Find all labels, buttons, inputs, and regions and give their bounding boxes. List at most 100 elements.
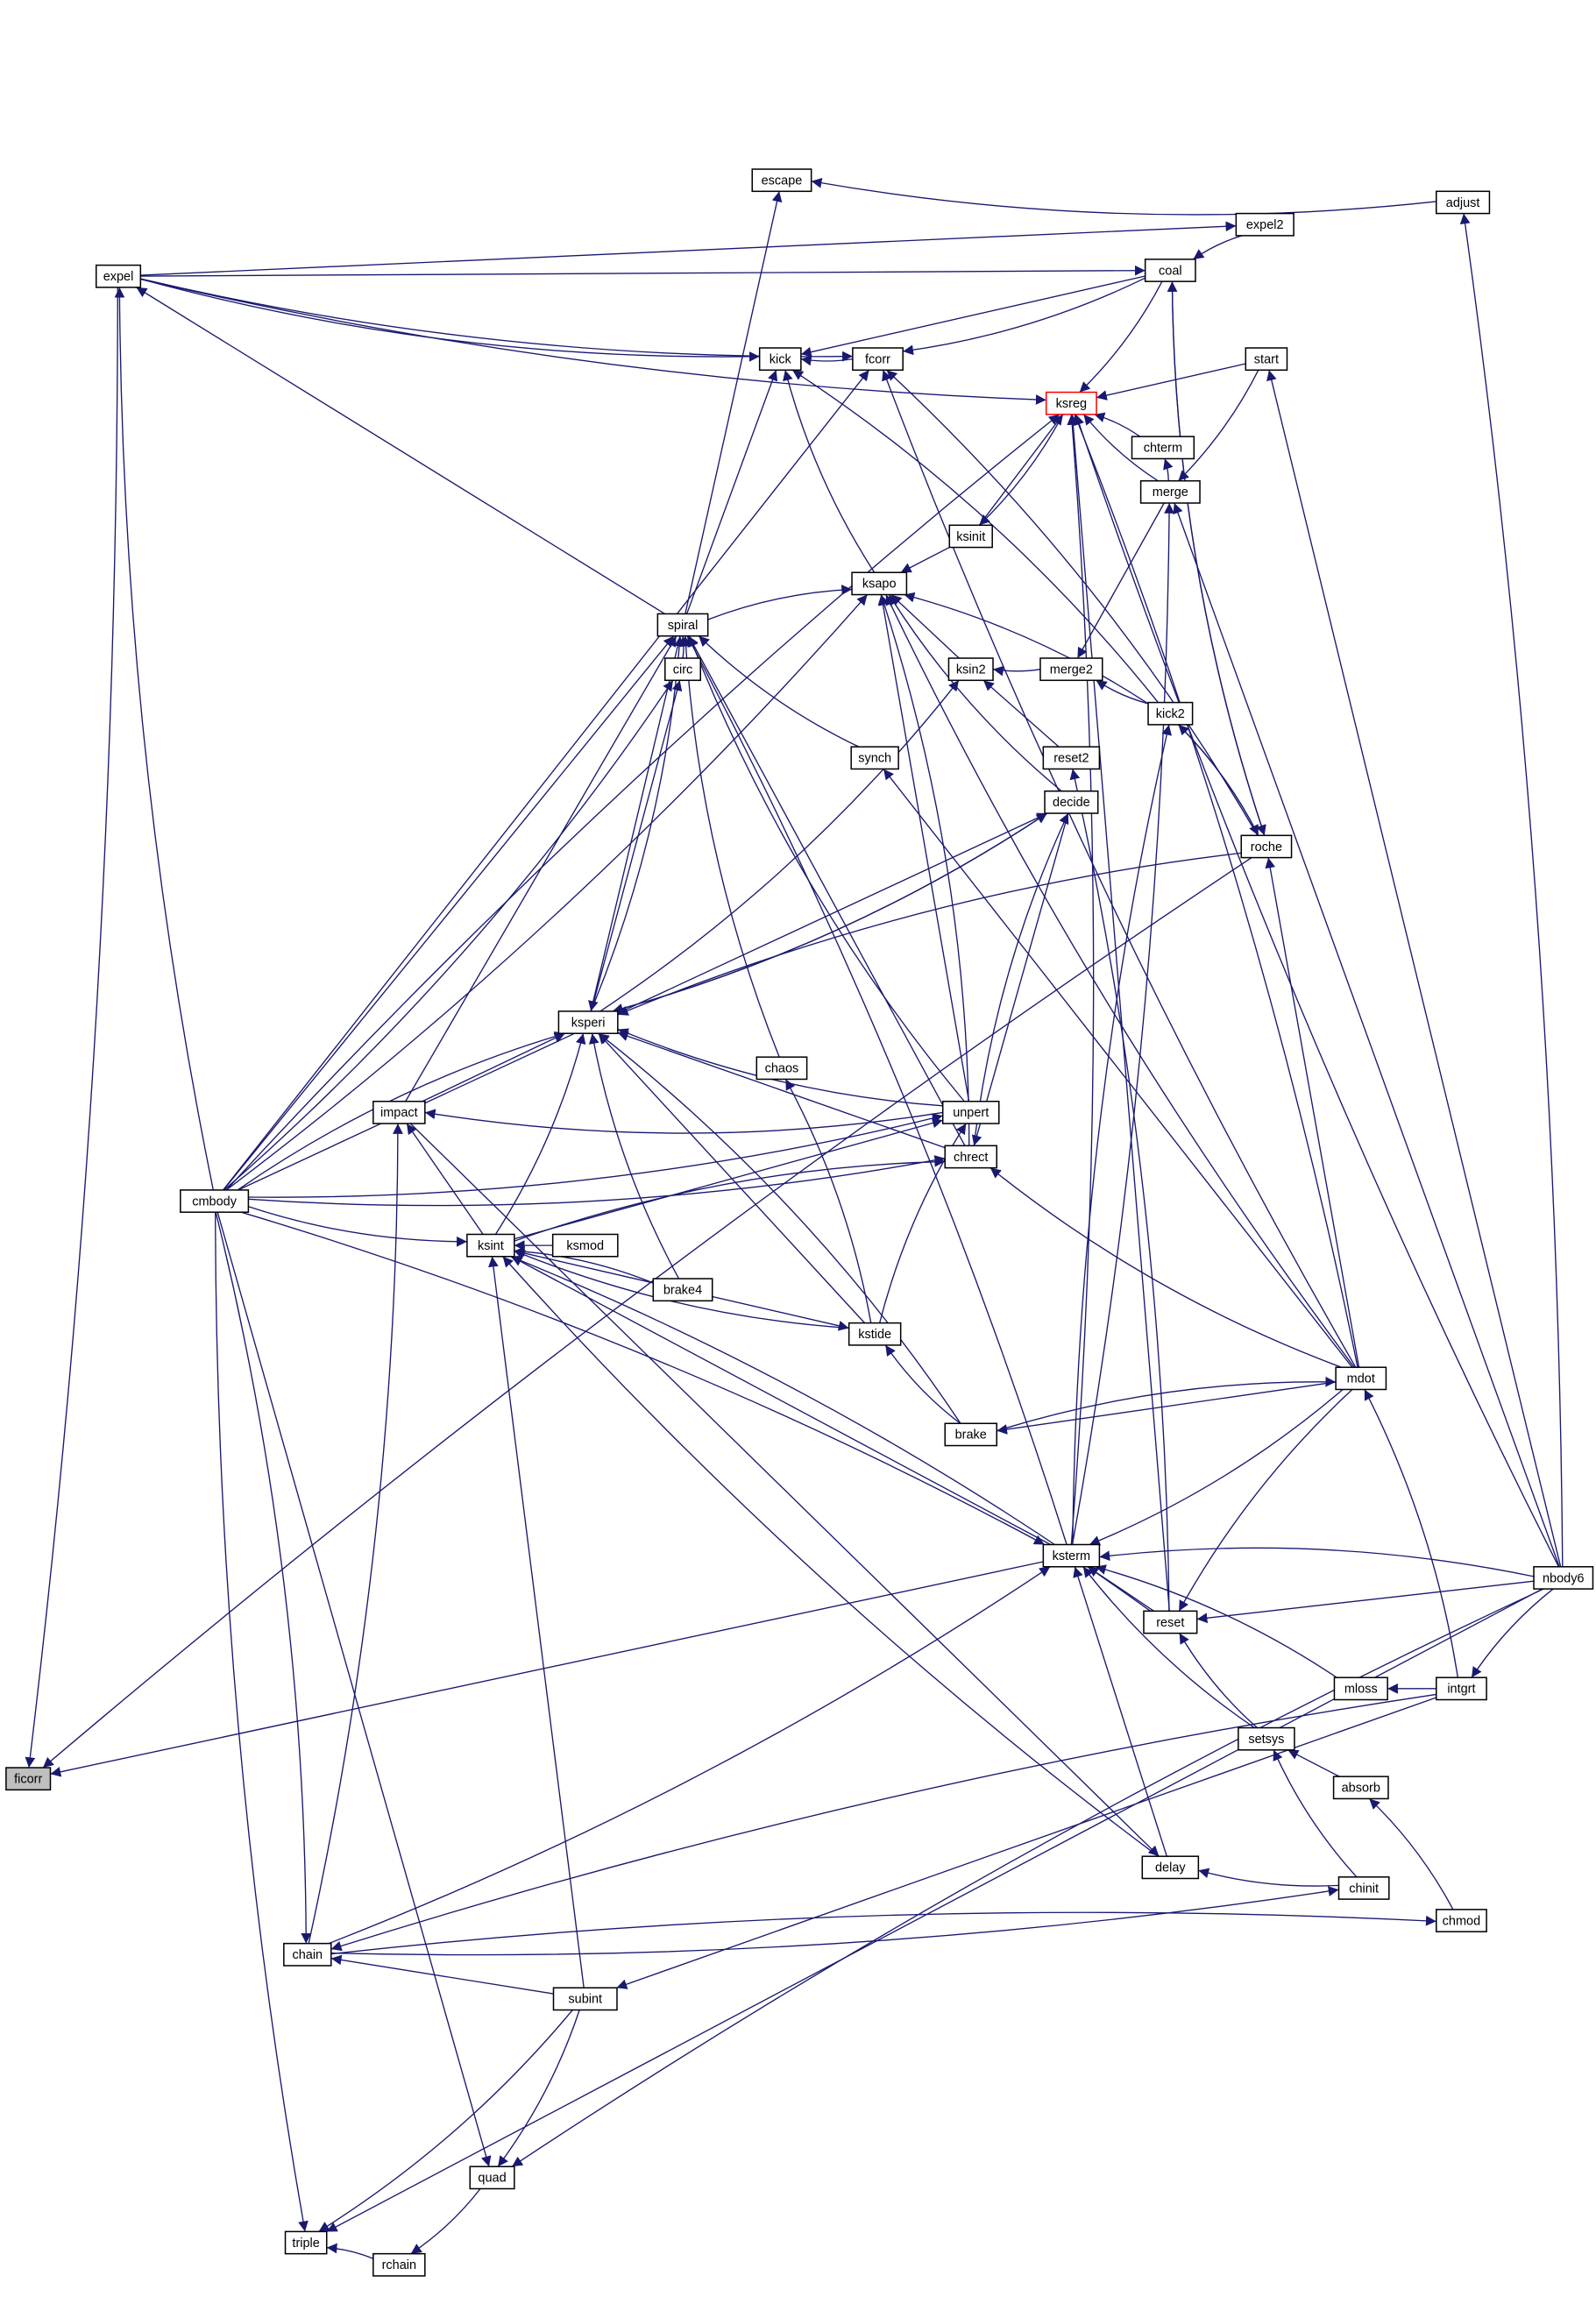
node-box: [1131, 436, 1195, 460]
node-decide[interactable]: decide: [1044, 790, 1099, 814]
node-ksreg[interactable]: ksreg: [1045, 391, 1097, 415]
node-unpert[interactable]: unpert: [941, 1100, 1000, 1124]
node-reset2[interactable]: reset2: [1042, 746, 1101, 770]
node-intgrt[interactable]: intgrt: [1436, 1676, 1487, 1701]
node-roche[interactable]: roche: [1240, 834, 1293, 859]
edge-ksint-to-impact: [406, 1123, 484, 1235]
node-triple[interactable]: triple: [284, 2230, 328, 2255]
node-reset[interactable]: reset: [1143, 1610, 1198, 1634]
node-subint[interactable]: subint: [552, 1987, 618, 2011]
edge-adjust-to-escape: [811, 177, 1436, 216]
node-circ[interactable]: circ: [664, 657, 701, 682]
node-quad[interactable]: quad: [469, 2166, 515, 2190]
node-label: spiral: [668, 619, 699, 633]
edge-mloss-to-ksterm: [1095, 1564, 1337, 1678]
node-synch[interactable]: synch: [850, 746, 899, 770]
node-cmbody[interactable]: cmbody: [180, 1189, 250, 1213]
edge-kick2-to-ksapo: [904, 592, 1149, 705]
node-mloss[interactable]: mloss: [1333, 1676, 1388, 1701]
node-impact[interactable]: impact: [372, 1100, 426, 1124]
node-label: adjust: [1446, 196, 1480, 210]
edge-ksterm-to-merge: [1071, 503, 1174, 1545]
node-label: setsys: [1248, 1733, 1284, 1747]
edge-decide-to-chrect: [971, 812, 1069, 1146]
node-delay[interactable]: delay: [1141, 1855, 1200, 1880]
node-escape[interactable]: escape: [751, 168, 812, 193]
node-chrect[interactable]: chrect: [944, 1145, 997, 1169]
node-brake[interactable]: brake: [944, 1422, 997, 1447]
node-expel[interactable]: expel: [95, 264, 142, 288]
node-adjust[interactable]: adjust: [1436, 190, 1491, 215]
node-ksapo[interactable]: ksapo: [851, 571, 908, 596]
node-chinit[interactable]: chinit: [1337, 1876, 1390, 1900]
node-expel2[interactable]: expel2: [1235, 212, 1295, 237]
node-label: brake: [955, 1428, 987, 1443]
edge-cmbody-to-spiral: [223, 635, 675, 1191]
edge-reset-to-ksterm: [1087, 1566, 1154, 1612]
node-label: subint: [568, 1993, 602, 2007]
node-ficorr[interactable]: ficorr: [5, 1767, 52, 1791]
edge-nbody6-to-ksterm: [1099, 1547, 1535, 1577]
node-label: brake4: [663, 1284, 702, 1298]
node-ksperi[interactable]: ksperi: [557, 1010, 619, 1034]
node-label: cmbody: [192, 1194, 237, 1209]
node-start[interactable]: start: [1245, 347, 1288, 372]
node-kick2[interactable]: kick2: [1147, 701, 1194, 726]
edge-merge-to-chterm: [1163, 458, 1174, 481]
edge-chrect-to-ksperi: [617, 1031, 946, 1149]
node-box: [947, 657, 994, 682]
node-nbody6[interactable]: nbody6: [1533, 1566, 1594, 1590]
node-box: [1235, 212, 1295, 237]
node-chterm[interactable]: chterm: [1131, 436, 1195, 460]
node-ksterm[interactable]: ksterm: [1042, 1543, 1101, 1568]
node-ksint[interactable]: ksint: [466, 1233, 515, 1258]
edge-expel-to-ficorr: [25, 287, 118, 1769]
node-kick[interactable]: kick: [758, 347, 802, 372]
edge-spiral-to-ksperi: [588, 635, 681, 1012]
node-merge[interactable]: merge: [1139, 479, 1201, 504]
node-absorb[interactable]: absorb: [1332, 1776, 1389, 1800]
node-label: ksterm: [1053, 1549, 1090, 1563]
edge-kick2-to-roche: [1177, 724, 1259, 836]
node-label: ksperi: [571, 1016, 606, 1030]
node-chaos[interactable]: chaos: [755, 1056, 808, 1081]
node-brake4[interactable]: brake4: [652, 1278, 713, 1302]
node-box: [941, 1100, 1000, 1124]
node-setsys[interactable]: setsys: [1238, 1726, 1295, 1751]
node-ksinit[interactable]: ksinit: [948, 524, 993, 549]
node-box: [1240, 834, 1293, 859]
node-label: quad: [478, 2172, 506, 2186]
node-kstide[interactable]: kstide: [848, 1322, 902, 1346]
node-box: [5, 1767, 52, 1791]
node-box: [469, 2166, 515, 2190]
node-box: [1144, 259, 1196, 282]
node-box: [944, 1422, 997, 1447]
node-spiral[interactable]: spiral: [656, 613, 709, 637]
edge-ksterm-to-ksreg: [1067, 414, 1095, 1545]
edge-kick2-to-merge2: [1096, 679, 1149, 705]
edge-nbody6-to-adjust: [1459, 213, 1564, 1567]
edge-chain-to-chmod: [330, 1911, 1436, 1955]
node-ksin2[interactable]: ksin2: [947, 657, 994, 682]
node-label: triple: [292, 2236, 319, 2251]
edge-cmbody-to-quad: [216, 1212, 492, 2167]
edge-nbody6-to-start: [1266, 370, 1562, 1567]
edge-subint-to-ksint: [488, 1256, 585, 1988]
edge-ksterm-to-ficorr: [50, 1561, 1044, 1777]
node-box: [1042, 1543, 1101, 1568]
node-label: kick2: [1156, 707, 1185, 721]
node-rchain[interactable]: rchain: [372, 2252, 426, 2277]
node-box: [1436, 190, 1491, 215]
node-box: [180, 1189, 250, 1213]
node-chmod[interactable]: chmod: [1436, 1909, 1487, 1932]
node-chain[interactable]: chain: [283, 1942, 332, 1967]
node-fcorr[interactable]: fcorr: [852, 347, 904, 372]
node-merge2[interactable]: merge2: [1039, 657, 1103, 682]
node-ksmod[interactable]: ksmod: [551, 1233, 619, 1258]
edge-setsys-to-reset: [1179, 1633, 1258, 1729]
edge-brake-to-ksperi: [598, 1032, 961, 1424]
node-mdot[interactable]: mdot: [1335, 1366, 1387, 1391]
edge-chain-to-ksterm: [328, 1566, 1051, 1945]
node-coal[interactable]: coal: [1144, 259, 1196, 282]
